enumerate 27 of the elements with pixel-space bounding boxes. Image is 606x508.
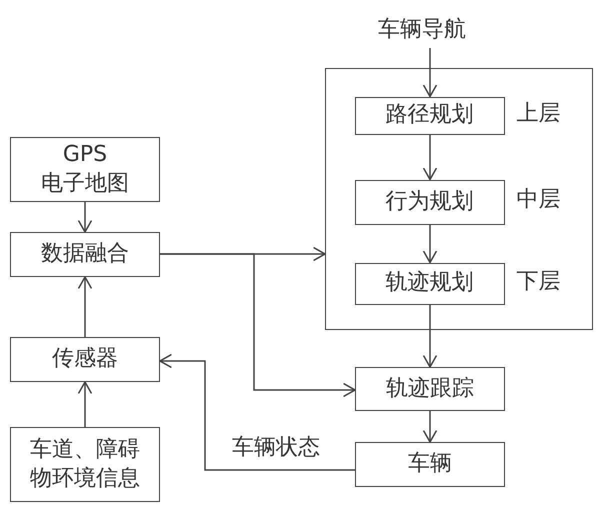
process-box (10, 137, 160, 202)
process-box: 传感器 (10, 337, 160, 382)
arrow (422, 48, 438, 98)
process-box: 轨迹跟踪 (355, 367, 505, 411)
node-label: 车道、障碍物环境信息 (29, 436, 141, 492)
arrow (159, 354, 355, 471)
process-box: 行为规划 (354, 180, 504, 224)
source-label: 车辆导航 (360, 12, 484, 48)
arrow (78, 381, 92, 427)
layer-label: 下层 (516, 268, 560, 296)
arrow (422, 411, 438, 443)
arrow (422, 304, 438, 368)
process-box: 数据融合 (10, 232, 160, 277)
planning-frame (325, 68, 593, 330)
layer-label: 中层 (516, 186, 560, 214)
process-box: 轨迹规划 (354, 262, 504, 304)
process-box (10, 427, 160, 502)
arrow (160, 253, 356, 398)
arrow (78, 276, 92, 337)
process-box: 路径规划 (354, 96, 504, 134)
node-label: GPS (62, 140, 108, 169)
process-box: 车辆 (355, 442, 505, 487)
arrow (78, 202, 92, 233)
layer-label: 上层 (516, 100, 560, 128)
node-label: 电子地图 (41, 170, 129, 198)
arrow (422, 224, 438, 264)
arrow (422, 134, 438, 180)
